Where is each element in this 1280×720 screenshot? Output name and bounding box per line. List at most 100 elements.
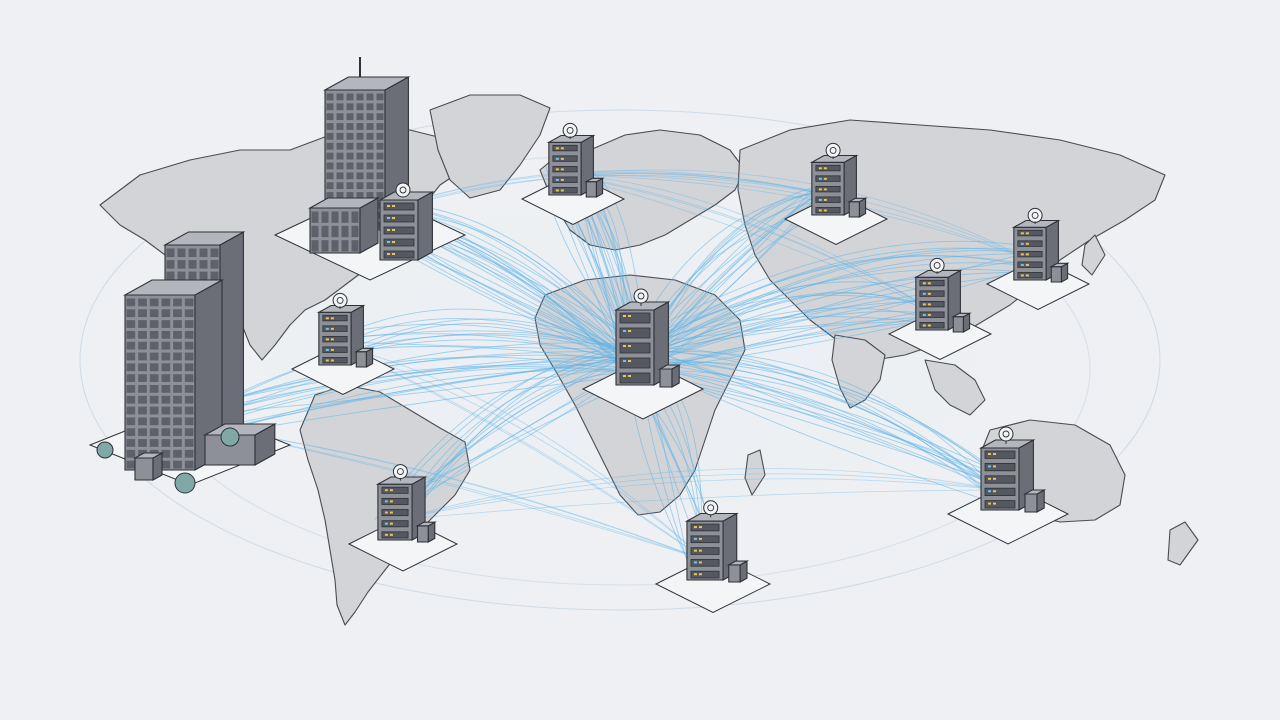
window — [149, 439, 159, 447]
window — [138, 330, 147, 339]
window — [331, 225, 339, 238]
window — [184, 309, 194, 318]
window — [149, 428, 159, 437]
status-led — [698, 549, 702, 552]
window — [188, 260, 197, 269]
dish-icon-mark — [399, 186, 407, 194]
window — [173, 363, 182, 372]
server-icon — [1011, 219, 1061, 281]
window — [173, 341, 182, 350]
window — [326, 152, 334, 160]
window — [184, 428, 194, 437]
server-rack-slot — [815, 164, 841, 172]
lock-icon-mark — [637, 292, 645, 300]
server-rack-slot — [919, 322, 945, 329]
window — [341, 211, 349, 223]
network-link — [564, 174, 1031, 261]
window — [376, 152, 384, 160]
server-rack-slot — [322, 325, 348, 332]
window — [199, 260, 208, 269]
status-led — [818, 209, 822, 212]
status-led — [1025, 253, 1029, 256]
window — [177, 271, 186, 281]
side-unit-front — [585, 181, 597, 198]
status-led — [1020, 242, 1024, 245]
status-led — [555, 189, 559, 192]
tree-icon — [220, 427, 240, 447]
window — [184, 449, 194, 458]
status-led — [823, 209, 827, 212]
server-rack-slot — [552, 155, 578, 162]
server-rack-slot — [381, 486, 409, 494]
window — [138, 417, 147, 426]
server-rack-slot — [690, 523, 720, 532]
window — [331, 211, 339, 223]
network-link — [564, 173, 1031, 261]
window — [138, 352, 147, 361]
side-unit-top — [354, 347, 375, 353]
status-led — [387, 229, 390, 231]
side-unit-front — [355, 351, 367, 368]
window — [126, 449, 136, 458]
window — [126, 395, 136, 404]
window — [149, 330, 159, 339]
north-america-hq — [273, 57, 467, 281]
side-unit-front — [952, 316, 964, 333]
window — [126, 341, 136, 350]
server-rack-slot — [815, 175, 841, 182]
status-led — [628, 360, 631, 362]
status-led — [555, 178, 559, 181]
side-unit-front — [728, 564, 741, 583]
continent-southeast-asia — [924, 359, 986, 416]
status-led — [818, 198, 822, 201]
window — [321, 211, 329, 223]
status-led — [325, 327, 329, 330]
server-rack-slot — [1017, 240, 1043, 247]
status-led — [392, 253, 395, 255]
side-unit-front — [848, 201, 860, 218]
window — [126, 439, 136, 447]
status-led — [387, 241, 390, 243]
window — [161, 385, 171, 393]
status-led — [693, 537, 697, 540]
network-link — [394, 473, 1001, 521]
window — [356, 172, 364, 180]
window — [346, 192, 354, 199]
office-tower-top — [322, 76, 411, 91]
window — [351, 240, 359, 252]
status-led — [988, 502, 991, 505]
network-link — [636, 361, 987, 493]
window — [173, 309, 182, 318]
window — [356, 113, 364, 121]
window — [351, 225, 359, 238]
window — [376, 142, 384, 150]
status-led — [1020, 263, 1024, 266]
server-icon — [613, 301, 671, 386]
server-rack-slot — [322, 335, 348, 343]
window — [326, 132, 334, 140]
status-led — [1020, 274, 1024, 277]
status-led — [628, 375, 631, 377]
status-led — [988, 453, 991, 455]
window — [149, 374, 159, 382]
side-unit-top — [657, 364, 682, 370]
status-led — [555, 168, 559, 171]
window — [366, 113, 374, 121]
window — [184, 417, 194, 426]
coin-icon — [392, 464, 408, 480]
status-led — [1025, 242, 1029, 245]
status-led — [993, 465, 996, 468]
monitor-icon — [998, 426, 1014, 442]
utility-box-front — [134, 457, 154, 481]
server-rack-slot — [984, 475, 1016, 484]
window — [173, 352, 182, 361]
window — [126, 385, 136, 393]
network-link — [635, 352, 986, 483]
window — [336, 113, 344, 121]
status-led — [1020, 253, 1024, 256]
window — [336, 162, 344, 170]
rear-tower-top — [162, 231, 246, 246]
network-link — [564, 174, 933, 311]
status-led — [988, 465, 991, 468]
